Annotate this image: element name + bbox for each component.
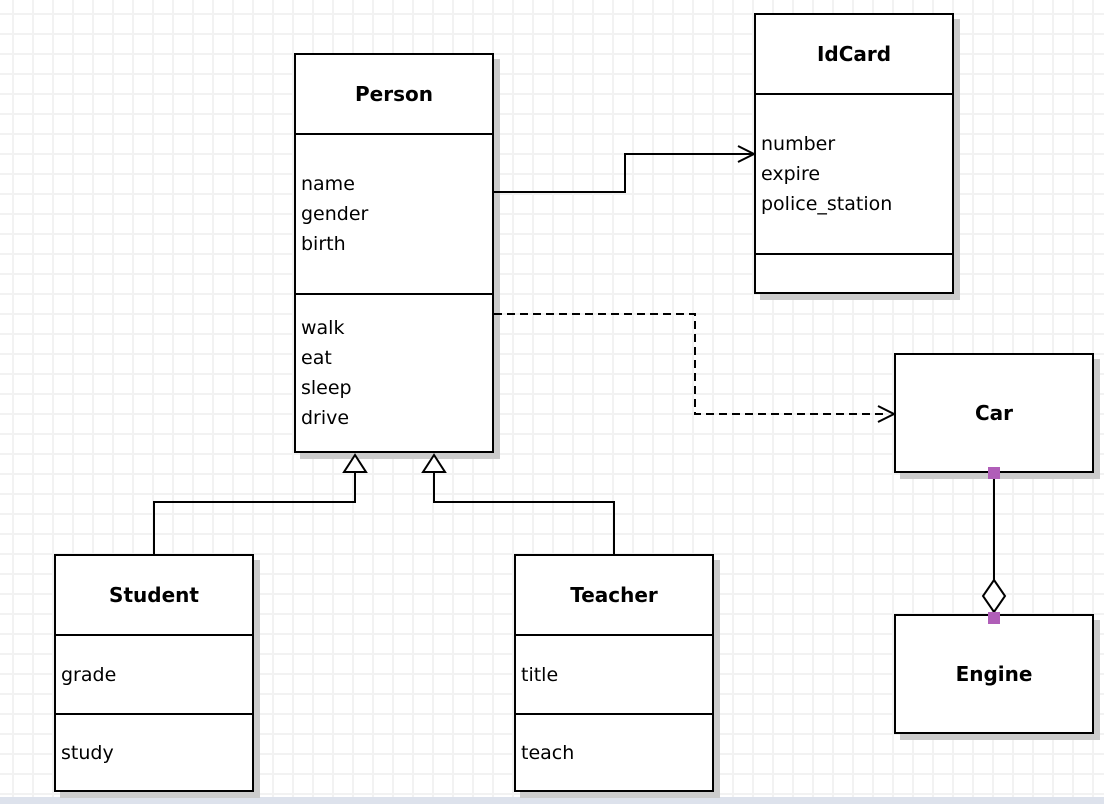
class-member-row[interactable]: name <box>301 173 355 195</box>
endpoint-handle[interactable] <box>988 467 1000 479</box>
open-arrowhead-icon <box>737 145 757 163</box>
class-idcard[interactable]: IdCard number expire police_station <box>754 13 954 294</box>
class-member-row[interactable]: walk <box>301 317 345 339</box>
hollow-diamond-icon <box>981 578 1007 614</box>
class-member-row[interactable]: study <box>61 741 114 764</box>
generalization-line <box>433 472 615 554</box>
methods-section-empty <box>756 253 952 292</box>
class-title: IdCard <box>816 42 892 66</box>
class-member-row[interactable]: sleep <box>301 377 352 399</box>
class-member-row[interactable]: birth <box>301 233 346 255</box>
generalization-teacher-person[interactable] <box>421 453 615 554</box>
class-member-row[interactable]: expire <box>761 163 821 185</box>
attributes-section: grade <box>56 634 252 713</box>
attributes-section: title <box>516 634 712 713</box>
class-engine[interactable]: Engine <box>894 614 1094 734</box>
attributes-section: name gender birth <box>296 133 492 293</box>
hollow-triangle-icon <box>342 453 368 473</box>
class-title: Car <box>974 401 1014 425</box>
class-teacher[interactable]: Teacher title teach <box>514 554 714 792</box>
class-member-row[interactable]: police_station <box>761 193 893 215</box>
endpoint-handle[interactable] <box>988 612 1000 624</box>
class-member-row[interactable]: title <box>521 663 559 686</box>
methods-section: walk eat sleep drive <box>296 293 492 451</box>
class-member-row[interactable]: gender <box>301 203 369 225</box>
class-person[interactable]: Person name gender birth walk eat sleep … <box>294 53 494 453</box>
class-member-row[interactable]: grade <box>61 663 117 686</box>
class-car[interactable]: Car <box>894 353 1094 473</box>
methods-section: teach <box>516 713 712 790</box>
open-arrowhead-icon <box>877 405 897 423</box>
class-member-row[interactable]: number <box>761 133 836 155</box>
class-title: Teacher <box>570 583 658 607</box>
association-person-idcard[interactable] <box>494 145 757 193</box>
class-title: Person <box>355 82 433 106</box>
generalization-student-person[interactable] <box>153 453 368 554</box>
class-student[interactable]: Student grade study <box>54 554 254 792</box>
dependency-person-car[interactable] <box>494 313 897 423</box>
association-line <box>494 153 752 193</box>
aggregation-car-engine[interactable] <box>981 467 1007 624</box>
class-member-row[interactable]: drive <box>301 407 350 429</box>
class-title: Engine <box>955 662 1033 686</box>
dependency-line <box>494 313 886 415</box>
hollow-triangle-icon <box>421 453 447 473</box>
methods-section: study <box>56 713 252 790</box>
canvas-edge-strip <box>0 797 1104 804</box>
attributes-section: number expire police_station <box>756 93 952 253</box>
class-member-row[interactable]: eat <box>301 347 332 369</box>
class-title: Student <box>109 583 199 607</box>
class-member-row[interactable]: teach <box>521 741 575 764</box>
generalization-line <box>153 472 356 554</box>
